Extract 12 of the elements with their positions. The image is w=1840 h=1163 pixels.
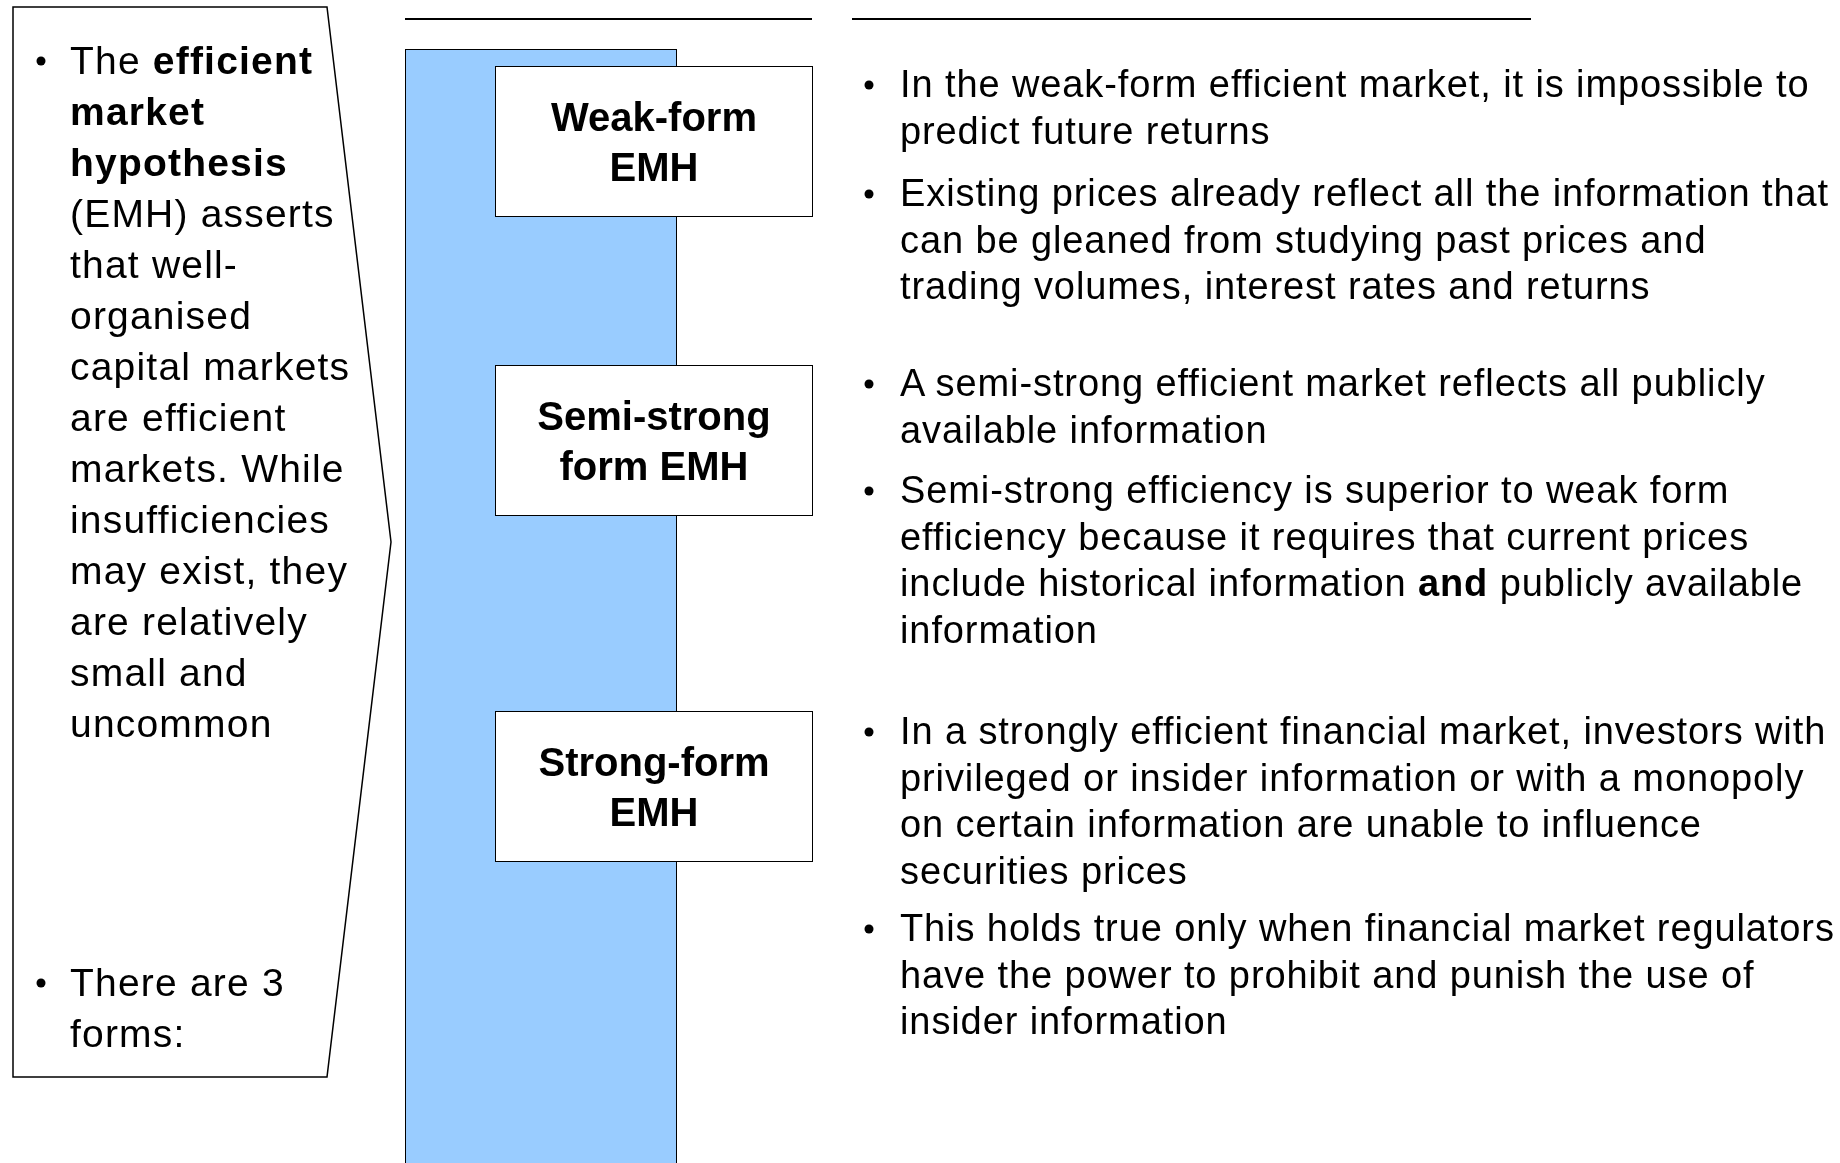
bullet-text: In the weak-form efficient market, it is impossible to predict future returns xyxy=(900,62,1811,154)
bullet-text: Semi-strong efficiency is superior to weak form efficiency because it requires that current prices include historical information and publicly available information xyxy=(900,468,1805,653)
bullet-text: The efficient market hypothesis (EMH) asserts that well-organised capital markets are efficient markets. While insufficiencies may exist, they are relatively small and uncommon xyxy=(70,38,352,747)
form-box: Strong-form EMH xyxy=(495,711,813,862)
form-box: Weak-form EMH xyxy=(495,66,813,217)
bullet-text: A semi-strong efficient market reflects all publicly available information xyxy=(900,361,1767,453)
bullet-text: Existing prices already reflect all the information that can be gleaned from studying past prices and trading volumes, interest rates and returns xyxy=(900,171,1831,309)
callout-box xyxy=(12,6,394,1078)
bullet-text: This holds true only when financial market regulators have the power to prohibit and punish the use of insider information xyxy=(900,906,1835,1044)
bullet-text: In a strongly efficient financial market, investors with privileged or insider information or with a monopoly on certain information are unable to influence securities prices xyxy=(900,709,1828,894)
bullet-text: There are 3 forms: xyxy=(70,960,286,1057)
form-box: Semi-strong form EMH xyxy=(495,365,813,516)
